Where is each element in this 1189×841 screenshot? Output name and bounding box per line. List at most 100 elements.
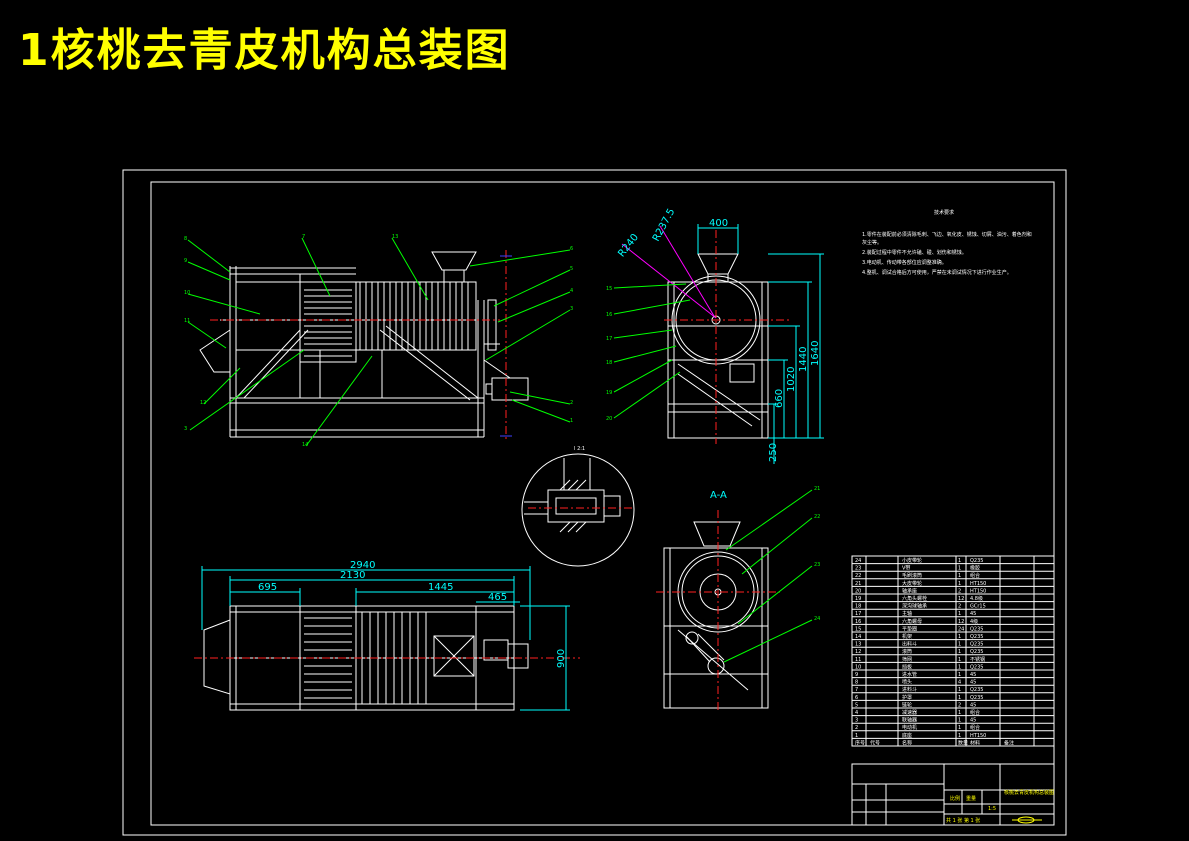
tech-req-line: 灰尘等。 [862, 239, 882, 246]
balloon: 12 [200, 400, 206, 406]
balloon: 17 [606, 336, 612, 342]
balloon: 11 [184, 318, 190, 324]
parts-cell-name: 减速器 [902, 709, 917, 716]
balloon: 2 [570, 400, 573, 406]
balloon: 13 [392, 234, 398, 240]
dimension-text: 900 [556, 649, 567, 668]
parts-cell-name: 六角头螺栓 [902, 595, 927, 602]
parts-header-no: 序号 [855, 739, 865, 746]
parts-cell-no: 13 [855, 642, 861, 648]
parts-cell-no: 7 [855, 687, 858, 693]
scale-value: 1:5 [988, 806, 996, 812]
dimension-text: 1445 [428, 582, 453, 593]
parts-cell-no: 19 [855, 596, 861, 602]
parts-cell-qty: 2 [958, 588, 961, 594]
parts-cell-material: 橡胶 [970, 565, 980, 572]
parts-cell-material: Q235 [970, 664, 983, 670]
parts-cell-qty: 1 [958, 558, 961, 564]
balloon: 3 [570, 306, 573, 312]
parts-cell-material: Q235 [970, 687, 983, 693]
parts-cell-name: 机架 [902, 633, 912, 640]
outer-border [122, 169, 1067, 836]
parts-cell-material: Q235 [970, 558, 983, 564]
parts-cell-no: 18 [855, 604, 861, 610]
dimension-text: 660 [774, 389, 785, 408]
parts-cell-qty: 24 [958, 626, 964, 632]
dimension-text: 465 [488, 592, 507, 603]
parts-cell-name: 毛刷滚筒 [902, 572, 922, 579]
balloon: 19 [606, 390, 612, 396]
parts-cell-name: V带 [902, 566, 910, 572]
parts-cell-name: 筛网 [902, 656, 912, 663]
parts-cell-name: 联轴器 [902, 717, 917, 724]
parts-cell-qty: 1 [958, 695, 961, 701]
parts-cell-material: HT150 [970, 581, 986, 587]
parts-cell-qty: 2 [958, 604, 961, 610]
parts-cell-name: 轴承座 [902, 587, 917, 594]
technical-requirements: 技术要求 1.零件在装配前必须清除毛刺、飞边、氧化皮、锈蚀、切屑、油污、着色剂和… [862, 209, 1032, 276]
parts-cell-no: 17 [855, 611, 861, 617]
parts-cell-no: 22 [855, 573, 861, 579]
parts-cell-no: 10 [855, 664, 861, 670]
parts-cell-qty: 4 [958, 680, 961, 686]
parts-cell-no: 4 [855, 710, 858, 716]
balloon: 3 [184, 426, 187, 432]
balloon: 20 [606, 416, 612, 422]
title-block: 核桃去青皮机构总装图 比例 1:5 重量 共 1 张 第 1 张 [851, 763, 1055, 826]
side-view-balloons: 15 16 17 18 19 20 [606, 286, 612, 422]
parts-cell-qty: 1 [958, 725, 961, 731]
parts-cell-name: 小皮带轮 [902, 557, 922, 564]
parts-cell-material: 45 [970, 680, 976, 686]
parts-cell-qty: 1 [958, 566, 961, 572]
parts-cell-no: 14 [855, 634, 861, 640]
parts-cell-no: 5 [855, 702, 858, 708]
parts-cell-qty: 1 [958, 664, 961, 670]
parts-cell-name: 底座 [902, 732, 912, 739]
balloon: 8 [184, 236, 187, 242]
tech-req-line: 3.电动机、传动带各部位应调整准确。 [862, 259, 947, 266]
drawing-title: 1核桃去青皮机构总装图 [18, 25, 511, 76]
parts-cell-qty: 1 [958, 573, 961, 579]
parts-cell-qty: 1 [958, 649, 961, 655]
parts-cell-no: 6 [855, 695, 858, 701]
drawing-name: 核桃去青皮机构总装图 [1004, 789, 1054, 796]
balloon: 18 [606, 360, 612, 366]
balloon: 15 [606, 286, 612, 292]
parts-cell-material: 45 [970, 611, 976, 617]
parts-cell-material: Q235 [970, 626, 983, 632]
parts-cell-no: 9 [855, 672, 858, 678]
side-view: 400 R240 R237.5 1640 1440 1020 660 250 1… [606, 207, 824, 464]
parts-cell-material: 45 [970, 702, 976, 708]
parts-cell-name: 护罩 [902, 694, 912, 701]
parts-list-frame [851, 555, 1055, 747]
dimension-text: 250 [768, 443, 779, 462]
parts-cell-qty: 1 [958, 672, 961, 678]
parts-cell-name: 平垫圈 [902, 625, 917, 632]
parts-cell-qty: 1 [958, 733, 961, 739]
dimension-text: 695 [258, 582, 277, 593]
dimension-text: 1640 [810, 341, 821, 366]
tech-req-heading: 技术要求 [934, 209, 954, 216]
parts-cell-material: 不锈钢 [970, 656, 985, 663]
parts-header-name: 名称 [902, 739, 912, 746]
parts-cell-no: 12 [855, 649, 861, 655]
parts-cell-no: 1 [855, 733, 858, 739]
parts-cell-name: 深沟球轴承 [902, 603, 927, 610]
tech-req-line: 4.整机、调试合格后方可使用，严禁在未调试情况下进行作业生产。 [862, 269, 1012, 276]
parts-cell-material: HT150 [970, 588, 986, 594]
parts-cell-no: 24 [855, 558, 861, 564]
balloon: 14 [302, 442, 308, 448]
balloon: 21 [814, 486, 820, 492]
parts-cell-qty: 2 [958, 702, 961, 708]
parts-cell-qty: 1 [958, 581, 961, 587]
section-view-balloons: 21 22 23 24 [814, 486, 820, 622]
parts-cell-material: 45 [970, 718, 976, 724]
dimension-text: R240 [616, 232, 641, 259]
parts-cell-qty: 12 [958, 596, 964, 602]
parts-cell-qty: 1 [958, 657, 961, 663]
parts-cell-name: 进水管 [902, 671, 917, 678]
parts-cell-qty: 1 [958, 642, 961, 648]
parts-cell-name: 出料斗 [902, 641, 917, 648]
balloon: 22 [814, 514, 820, 520]
